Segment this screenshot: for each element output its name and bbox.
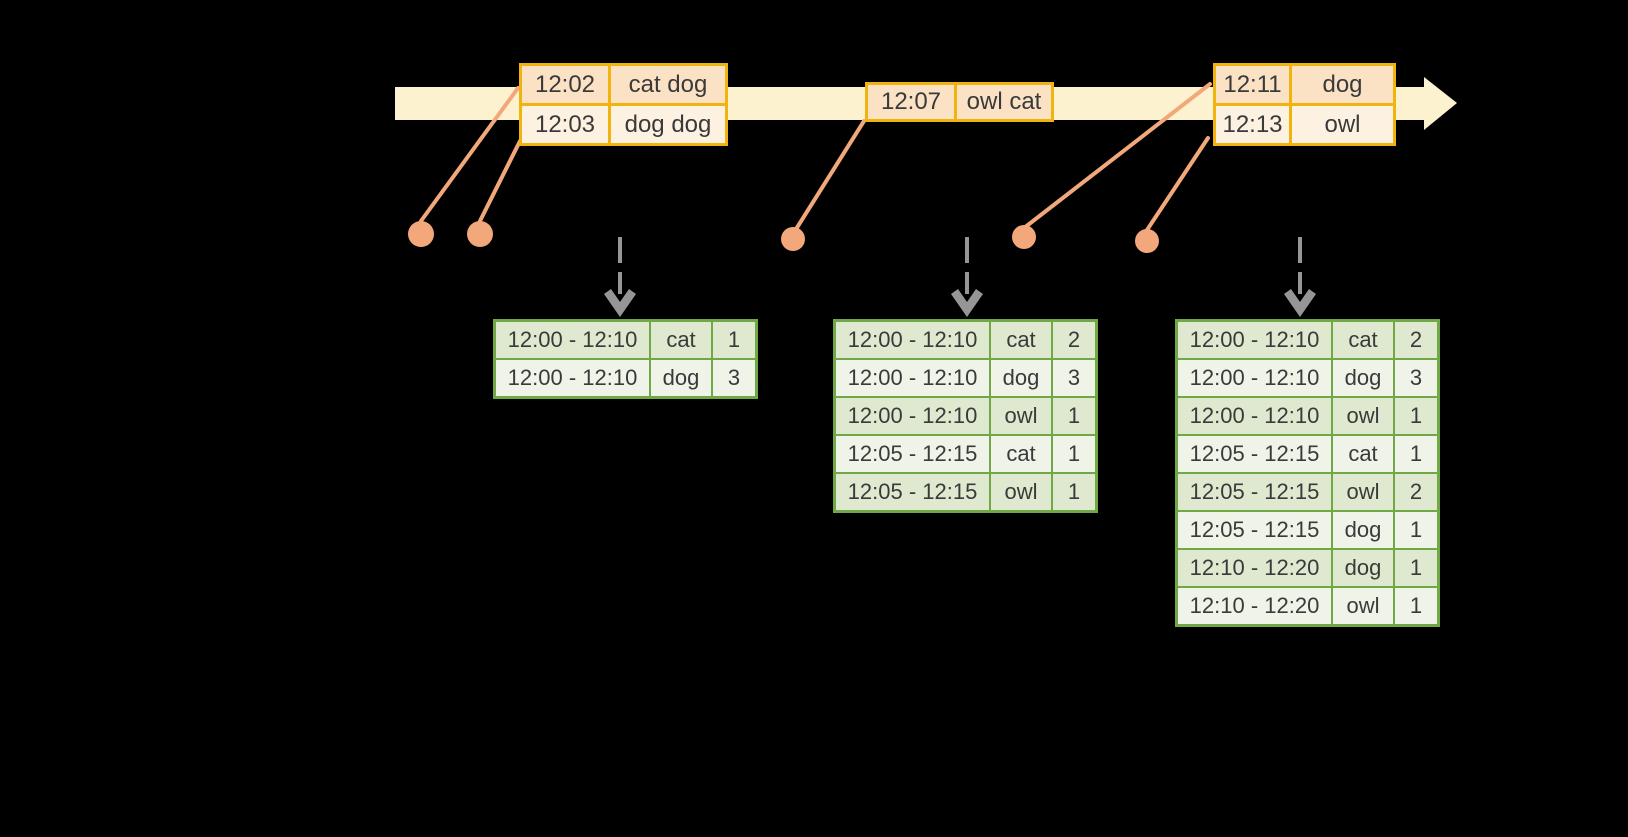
event-time: 12:13	[1216, 106, 1289, 143]
count-cell: 1	[1395, 398, 1437, 434]
trigger-arrowhead-icon	[1284, 289, 1316, 317]
result-table-2: 12:00 - 12:10 cat 2 12:00 - 12:10 dog 3 …	[833, 319, 1098, 513]
count-cell: 1	[713, 322, 755, 358]
event-words: owl cat	[957, 85, 1051, 119]
trigger-arrowhead-icon	[951, 289, 983, 317]
word-cell: owl	[1333, 588, 1393, 624]
word-cell: owl	[1333, 474, 1393, 510]
event-connector-line	[1145, 136, 1210, 232]
word-cell: dog	[1333, 550, 1393, 586]
word-cell: dog	[1333, 512, 1393, 548]
event-dot	[1135, 229, 1159, 253]
window-cell: 12:00 - 12:10	[836, 322, 989, 358]
event-time: 12:07	[868, 85, 954, 119]
word-cell: cat	[991, 322, 1051, 358]
result-table-3: 12:00 - 12:10 cat 2 12:00 - 12:10 dog 3 …	[1175, 319, 1440, 627]
count-cell: 1	[1395, 550, 1437, 586]
count-cell: 1	[1395, 436, 1437, 472]
window-cell: 12:10 - 12:20	[1178, 588, 1331, 624]
window-cell: 12:00 - 12:10	[1178, 360, 1331, 396]
count-cell: 1	[1053, 398, 1095, 434]
word-cell: cat	[651, 322, 711, 358]
event-words: dog dog	[611, 106, 725, 143]
count-cell: 1	[1395, 512, 1437, 548]
word-cell: dog	[651, 360, 711, 396]
window-cell: 12:00 - 12:10	[496, 322, 649, 358]
event-dot	[408, 221, 434, 247]
event-time: 12:11	[1216, 66, 1289, 103]
event-dot	[467, 221, 493, 247]
word-cell: owl	[991, 398, 1051, 434]
window-cell: 12:05 - 12:15	[1178, 512, 1331, 548]
window-cell: 12:05 - 12:15	[836, 474, 989, 510]
event-words: cat dog	[611, 66, 725, 103]
window-cell: 12:00 - 12:10	[836, 398, 989, 434]
count-cell: 2	[1053, 322, 1095, 358]
trigger-arrows	[604, 237, 1316, 317]
event-time: 12:02	[522, 66, 608, 103]
event-dot	[781, 227, 805, 251]
event-words: owl	[1292, 106, 1393, 143]
count-cell: 1	[1395, 588, 1437, 624]
event-time: 12:03	[522, 106, 608, 143]
window-cell: 12:00 - 12:10	[1178, 398, 1331, 434]
result-table-1: 12:00 - 12:10 cat 1 12:00 - 12:10 dog 3	[493, 319, 758, 399]
window-cell: 12:05 - 12:15	[1178, 474, 1331, 510]
word-cell: cat	[1333, 436, 1393, 472]
event-connector-line	[1022, 82, 1212, 230]
word-cell: owl	[1333, 398, 1393, 434]
window-cell: 12:00 - 12:10	[836, 360, 989, 396]
event-table-1: 12:02 cat dog 12:03 dog dog	[519, 63, 728, 146]
count-cell: 2	[1395, 322, 1437, 358]
count-cell: 1	[1053, 436, 1095, 472]
word-cell: cat	[991, 436, 1051, 472]
window-cell: 12:05 - 12:15	[836, 436, 989, 472]
word-cell: owl	[991, 474, 1051, 510]
count-cell: 1	[1053, 474, 1095, 510]
trigger-arrowhead-icon	[604, 289, 636, 317]
window-cell: 12:10 - 12:20	[1178, 550, 1331, 586]
word-cell: dog	[1333, 360, 1393, 396]
word-cell: cat	[1333, 322, 1393, 358]
event-connector-line	[791, 119, 866, 236]
count-cell: 3	[1395, 360, 1437, 396]
timeline-arrowhead-icon	[1424, 77, 1457, 130]
event-connector-lines	[419, 82, 1212, 236]
event-connector-line	[478, 139, 522, 223]
count-cell: 2	[1395, 474, 1437, 510]
window-cell: 12:00 - 12:10	[496, 360, 649, 396]
window-cell: 12:00 - 12:10	[1178, 322, 1331, 358]
event-dot	[1012, 225, 1036, 249]
event-dots	[408, 221, 1159, 253]
event-connector-line	[419, 86, 520, 223]
word-cell: dog	[991, 360, 1051, 396]
window-cell: 12:05 - 12:15	[1178, 436, 1331, 472]
count-cell: 3	[713, 360, 755, 396]
event-table-3: 12:11 dog 12:13 owl	[1213, 63, 1396, 146]
event-words: dog	[1292, 66, 1393, 103]
event-table-2: 12:07 owl cat	[865, 82, 1054, 122]
count-cell: 3	[1053, 360, 1095, 396]
